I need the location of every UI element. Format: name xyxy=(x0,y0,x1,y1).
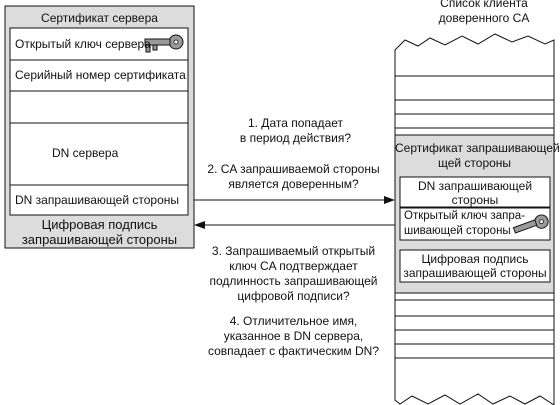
trusted-ca-list-title-line-2: доверенного CA xyxy=(438,11,530,25)
check-3-line-3: подлинность запрашивающей xyxy=(209,274,378,288)
server-signature-line-2: запрашивающей стороны xyxy=(21,232,178,247)
server-serial-box xyxy=(9,59,189,92)
check-2-line-2: является доверенным? xyxy=(228,177,359,191)
check-1-line-2: в период действия? xyxy=(239,131,352,145)
check-3-line-4: цифровой подписи? xyxy=(237,289,350,303)
server-signature-line-1: Цифровая подпись xyxy=(41,217,158,232)
requester-dn-label: DN запрашивающей стороны xyxy=(15,193,180,207)
arrow-to-left xyxy=(194,221,395,229)
key-icon xyxy=(512,214,549,234)
requester-signature-line-2: запрашивающей стороны xyxy=(403,266,547,280)
requester-signature-box xyxy=(399,249,551,283)
requester-certificate-title-line-2: щей стороны xyxy=(437,156,512,170)
requester-dn-field-line-2: стороны xyxy=(451,193,499,207)
check-3-line-2: ключ CA подтверждает xyxy=(229,259,358,273)
requester-signature-line-1: Цифровая подпись xyxy=(421,252,529,266)
check-4-line-1: 4. Отличительное имя, xyxy=(229,314,358,328)
server-public-key-label: Открытый ключ сервера xyxy=(15,37,151,51)
requester-dn-field-line-1: DN запрашивающей xyxy=(417,179,533,193)
requester-public-key-line-2: шивающей стороны xyxy=(404,225,511,237)
check-1-line-1: 1. Дата попадает xyxy=(247,116,344,130)
server-certificate-title: Сертификат сервера xyxy=(41,11,158,25)
check-4-line-2: указанное в DN сервера, xyxy=(223,329,364,343)
requester-dn-field-box xyxy=(399,176,551,208)
trusted-ca-list-hatching xyxy=(395,75,554,359)
requester-public-key-line-1: Открытый ключ запра- xyxy=(404,210,526,222)
trusted-ca-list-title-line-1: Список клиента xyxy=(440,0,528,10)
server-dn-label: DN сервера xyxy=(52,146,119,160)
requester-certificate-title-line-1: Сертификат запрашивающей xyxy=(395,141,560,155)
server-empty-box xyxy=(9,90,189,124)
check-4-line-3: совпадает с фактическим DN? xyxy=(207,344,380,358)
arrow-to-right xyxy=(194,196,395,204)
server-serial-label: Серийный номер сертификата xyxy=(15,68,186,82)
check-2-line-1: 2. CA запрашиваемой стороны xyxy=(207,162,380,176)
check-3-line-1: 3. Запрашиваемый открытый xyxy=(211,244,376,258)
server-dn-box xyxy=(9,122,189,186)
requester-dn-box xyxy=(9,184,189,216)
key-icon xyxy=(144,34,184,53)
